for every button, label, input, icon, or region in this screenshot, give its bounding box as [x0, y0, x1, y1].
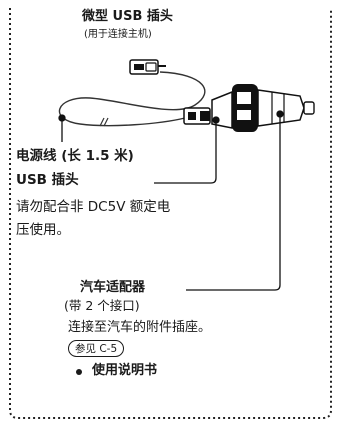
car-adapter-icon — [211, 84, 315, 132]
power-cable — [58, 71, 206, 127]
power-cord-label: 电源线 (长 1.5 米) — [16, 148, 134, 164]
micro-usb-plug-icon — [129, 59, 166, 75]
see-reference-badge: 参见 C-5 — [68, 340, 125, 357]
micro-usb-plug-label: 微型 USB 插头 — [82, 9, 173, 24]
usb-plug-icon — [183, 107, 211, 125]
usb-plug-label: USB 插头 — [16, 172, 79, 188]
micro-usb-note: (用于连接主机) — [84, 29, 152, 40]
car-adapter-desc: 连接至汽车的附件插座。 — [68, 320, 212, 335]
dc-warning-line1: 请勿配合非 DC5V 额定电 — [16, 199, 171, 215]
manual-item-label: 使用说明书 — [92, 363, 158, 378]
car-adapter-label: 汽车适配器 — [80, 280, 146, 295]
bullet-icon — [76, 369, 82, 375]
car-adapter-ports: (带 2 个接口) — [64, 298, 140, 313]
dc-warning-line2: 压使用。 — [16, 222, 70, 238]
